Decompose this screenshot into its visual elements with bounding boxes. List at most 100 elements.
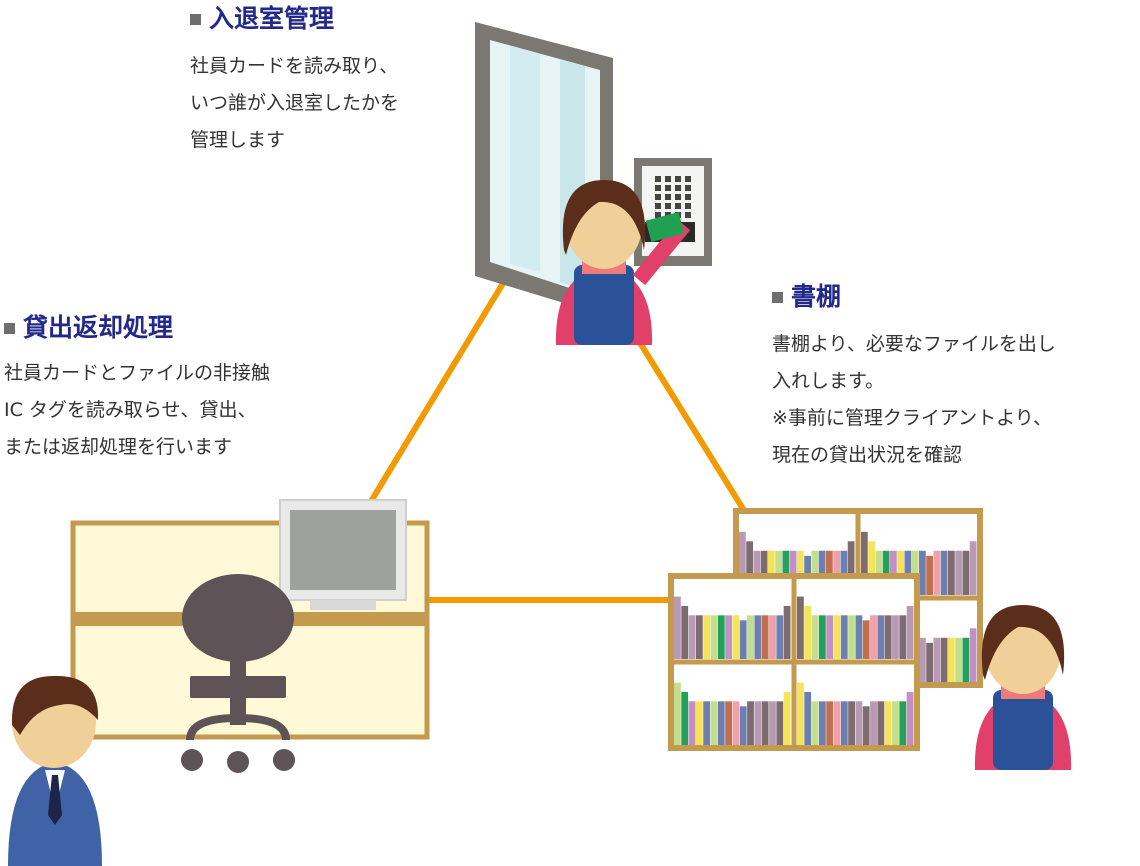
book (962, 637, 970, 682)
book (826, 615, 834, 659)
section-text-line: いつ誰が入退室したかを (190, 92, 400, 114)
book (926, 555, 933, 595)
book (919, 637, 926, 682)
book (717, 615, 725, 659)
book (732, 701, 740, 745)
book (674, 596, 681, 659)
keypad-key (665, 185, 671, 191)
book (884, 701, 892, 745)
book (804, 691, 812, 745)
book (760, 550, 768, 595)
book (840, 701, 848, 745)
book (739, 531, 746, 595)
book (747, 615, 754, 659)
section-text-line: または返却処理を行います (4, 436, 233, 458)
book (882, 550, 890, 595)
book (703, 701, 711, 745)
book (884, 615, 892, 659)
book (899, 701, 907, 745)
book (797, 550, 804, 595)
book (940, 637, 948, 682)
apron (993, 690, 1053, 770)
book (783, 605, 791, 659)
book (892, 701, 899, 745)
book (848, 701, 855, 745)
book (919, 550, 926, 595)
book (703, 615, 711, 659)
book (906, 691, 914, 745)
person-icon (974, 605, 1072, 770)
connector-entry-shelf (629, 328, 748, 514)
book (969, 541, 977, 595)
book (797, 596, 804, 659)
book (754, 615, 762, 659)
book (906, 605, 914, 659)
keypad-key (655, 185, 661, 191)
book (833, 615, 841, 659)
book (710, 701, 718, 745)
section-title: 書棚 (791, 282, 842, 311)
book (955, 550, 962, 595)
book (948, 637, 955, 682)
hair (562, 180, 646, 255)
book (875, 550, 883, 595)
keypad-key (685, 203, 691, 209)
section-lending: 貸出返却処理 社員カードとファイルの非接触 IC タグを読み取らせ、貸出、 また… (4, 311, 270, 466)
book (826, 701, 834, 745)
book (892, 615, 899, 659)
keypad-key (665, 203, 671, 209)
book (732, 615, 740, 659)
monitor-icon (279, 499, 407, 610)
section-bookshelf: 書棚 書棚より、必要なファイルを出し 入れします。 ※事前に管理クライアントより… (772, 280, 1056, 474)
book (969, 628, 977, 682)
book (783, 691, 791, 745)
bullet-icon (772, 291, 783, 303)
book (739, 620, 747, 659)
book (811, 615, 819, 659)
chair-icon (181, 574, 295, 773)
book (870, 615, 877, 659)
section-text-line: 社員カードを読み取り、 (190, 55, 399, 77)
book (847, 541, 855, 595)
section-text-line: IC タグを読み取らせ、貸出、 (4, 399, 257, 421)
keypad-key (655, 194, 661, 200)
connector-lines (367, 278, 748, 603)
person-icon (555, 180, 691, 345)
hair (981, 605, 1065, 680)
book (911, 550, 919, 595)
book (855, 701, 863, 745)
book (681, 605, 689, 659)
connector-entry-lending (367, 278, 508, 505)
bookshelf-icon (668, 573, 920, 751)
book (840, 615, 848, 659)
section-text-line: ※事前に管理クライアントより、 (772, 407, 1053, 429)
book (761, 701, 769, 745)
book (688, 701, 696, 745)
keypad-key (675, 194, 681, 200)
section-title: 貸出返却処理 (23, 313, 174, 342)
book (789, 550, 797, 595)
book (840, 550, 848, 595)
book (818, 615, 826, 659)
book (861, 531, 868, 595)
book (753, 550, 761, 595)
book (782, 550, 790, 595)
book (818, 550, 826, 595)
keypad-key (655, 176, 661, 182)
section-text-line: 現在の貸出状況を確認 (772, 444, 963, 466)
book (739, 706, 747, 745)
book (940, 550, 948, 595)
book (754, 701, 762, 745)
book (725, 615, 732, 659)
keypad-key (685, 194, 691, 200)
book (926, 642, 933, 682)
book (725, 701, 732, 745)
book (811, 701, 819, 745)
book (797, 682, 804, 745)
keypad-key (655, 212, 661, 218)
book (870, 701, 877, 745)
book (899, 615, 907, 659)
book (710, 615, 718, 659)
book (674, 682, 681, 745)
book (761, 615, 769, 659)
